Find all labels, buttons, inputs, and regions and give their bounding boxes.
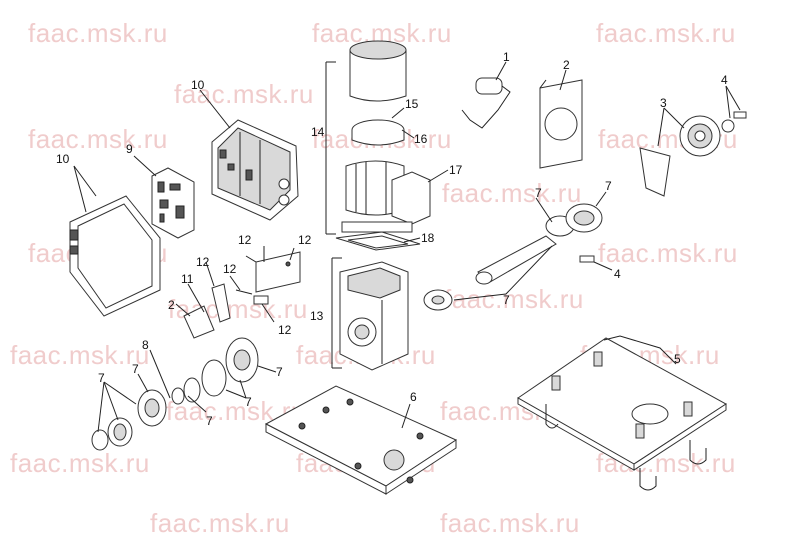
callout-7: 7 <box>276 365 283 379</box>
callout-14: 14 <box>311 125 325 139</box>
callout-7: 7 <box>245 395 252 409</box>
callout-2: 2 <box>563 58 570 72</box>
control-box <box>211 119 299 221</box>
callout-2: 2 <box>168 298 175 312</box>
foundation-plate <box>517 337 727 491</box>
callout-4: 4 <box>614 267 621 281</box>
watermark: faac.msk.ru <box>28 18 168 48</box>
output-shaft <box>423 203 603 311</box>
callout-7: 7 <box>206 414 213 428</box>
electronic-board <box>151 167 195 239</box>
callout-12: 12 <box>238 233 252 247</box>
bearing-set <box>91 337 259 451</box>
watermark: faac.msk.ru <box>442 178 582 208</box>
callout-17: 17 <box>449 163 463 177</box>
callout-9: 9 <box>126 142 133 156</box>
callout-11: 11 <box>181 272 194 286</box>
watermark: faac.msk.ru <box>174 79 314 109</box>
watermark: faac.msk.ru <box>150 508 290 538</box>
callout-6: 6 <box>410 390 417 404</box>
base-plate <box>264 385 458 495</box>
callout-1: 1 <box>503 50 510 64</box>
callout-7: 7 <box>535 186 542 200</box>
watermark: faac.msk.ru <box>10 448 150 478</box>
callout-3: 3 <box>660 96 667 110</box>
gearbox-housing <box>339 261 409 371</box>
watermark: faac.msk.ru <box>444 284 584 314</box>
leader-lines <box>73 61 741 433</box>
pinion-gear <box>639 115 721 197</box>
watermark: faac.msk.ru <box>10 340 150 370</box>
callout-7: 7 <box>605 179 612 193</box>
callout-12: 12 <box>298 233 312 247</box>
callout-10: 10 <box>56 152 70 166</box>
key-part <box>579 255 595 263</box>
watermark: faac.msk.ru <box>440 508 580 538</box>
callout-12: 12 <box>196 255 210 269</box>
watermark: faac.msk.ru <box>28 124 168 154</box>
callout-7: 7 <box>98 371 105 385</box>
gasket-inner <box>347 235 409 249</box>
callout-13: 13 <box>310 309 324 323</box>
callout-12: 12 <box>278 323 292 337</box>
callout-10: 10 <box>191 78 205 92</box>
bracket-parts <box>183 251 301 339</box>
callout-7: 7 <box>132 362 139 376</box>
watermark: faac.msk.ru <box>596 18 736 48</box>
callout-5: 5 <box>674 352 681 366</box>
electric-motor <box>341 40 431 233</box>
mounting-bracket <box>539 79 583 169</box>
callout-8: 8 <box>142 338 149 352</box>
limit-switch <box>461 77 511 129</box>
callout-4: 4 <box>721 73 728 87</box>
callout-12: 12 <box>223 262 237 276</box>
watermark: faac.msk.ru <box>598 238 738 268</box>
callout-15: 15 <box>405 97 419 111</box>
washer-bolt <box>721 111 747 133</box>
callout-18: 18 <box>421 231 435 245</box>
callout-7: 7 <box>503 293 510 307</box>
callout-16: 16 <box>414 132 428 146</box>
cover-panel-left <box>69 195 161 317</box>
